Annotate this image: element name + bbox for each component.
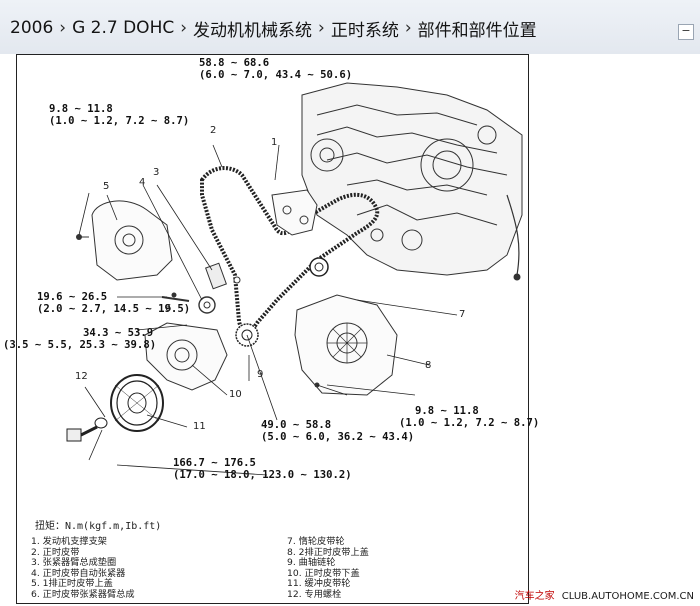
upper-cover-lh — [91, 200, 173, 281]
list-item: 5. 1排正时皮带上盖 — [31, 578, 113, 590]
breadcrumb-item[interactable]: G 2.7 DOHC — [72, 18, 175, 38]
upper-cover-rh — [294, 294, 398, 396]
callout-number: 12 — [75, 371, 88, 382]
callout-number: 4 — [139, 177, 146, 188]
lower-cover — [144, 322, 228, 391]
callout-number: 7 — [459, 309, 466, 320]
list-item: 2. 正时皮带 — [31, 546, 80, 558]
timing-system-diagram — [66, 82, 523, 476]
diagram-frame: 58.8 ~ 68.6 (6.0 ~ 7.0, 43.4 ~ 50.6) 9.8… — [3, 54, 539, 604]
callout-number: 10 — [229, 389, 242, 400]
list-item: 10. 正时皮带下盖 — [287, 567, 360, 579]
callout-number: 6 — [165, 303, 172, 314]
list-item: 6. 正时皮带张紧器臂总成 — [31, 588, 135, 600]
chevron-right-icon: › — [318, 18, 325, 38]
torque-spec: 9.8 ~ 11.8 (1.0 ~ 1.2, 7.2 ~ 8.7) — [49, 103, 190, 127]
engine-block — [301, 82, 523, 281]
header-bar: 2006 › G 2.7 DOHC › 发动机机械系统 › 正时系统 › 部件和… — [0, 0, 700, 54]
list-item: 3. 张紧器臂总成垫圈 — [31, 557, 117, 569]
idler-pulley — [309, 257, 329, 277]
torque-spec: 19.6 ~ 26.5 (2.0 ~ 2.7, 14.5 ~ 19.5) — [37, 291, 191, 315]
auto-tensioner — [205, 262, 227, 290]
tensioner-arm — [198, 296, 216, 314]
list-item: 1. 发动机支撑支架 — [31, 536, 107, 547]
torque-spec: 166.7 ~ 176.5 (17.0 ~ 18.0, 123.0 ~ 130.… — [173, 457, 352, 481]
list-item: 7. 惰轮皮带轮 — [287, 536, 345, 547]
callout-number: 2 — [210, 125, 217, 136]
engine-support-bracket — [271, 189, 318, 236]
torque-unit-label: 扭矩：N.m(kgf.m,Ib.ft) — [35, 521, 162, 532]
callout-number: 5 — [103, 181, 110, 192]
list-item: 8. 2排正时皮带上盖 — [287, 546, 369, 558]
watermark: 汽车之家 CLUB.AUTOHOME.COM.CN — [514, 591, 694, 602]
minus-icon[interactable]: − — [678, 24, 694, 40]
breadcrumb-item[interactable]: 部件和部件位置 — [417, 20, 537, 41]
list-item: 9. 曲轴链轮 — [287, 557, 336, 569]
list-item: 4. 正时皮带自动张紧器 — [31, 567, 126, 579]
callout-number: 3 — [153, 167, 160, 178]
torque-spec: 9.8 ~ 11.8 (1.0 ~ 1.2, 7.2 ~ 8.7) — [399, 405, 540, 429]
legend-column: 7. 惰轮皮带轮 8. 2排正时皮带上盖 9. 曲轴链轮 10. 正时皮带下盖 … — [287, 536, 527, 601]
torque-spec: 34.3 ~ 53.9 (3.5 ~ 5.5, 25.3 ~ 39.8) — [3, 327, 157, 351]
special-bolt — [66, 417, 108, 442]
torque-spec: 58.8 ~ 68.6 (6.0 ~ 7.0, 43.4 ~ 50.6) — [199, 57, 353, 81]
timing-belt — [200, 166, 380, 333]
list-item: 11. 缓冲皮带轮 — [287, 578, 351, 590]
chevron-right-icon: › — [404, 18, 412, 38]
damper-pulley — [110, 374, 164, 432]
chevron-right-icon: › — [59, 18, 67, 38]
chevron-right-icon: › — [180, 18, 188, 38]
breadcrumb: 2006 › G 2.7 DOHC › 发动机机械系统 › 正时系统 › 部件和… — [10, 14, 670, 42]
torque-spec: 49.0 ~ 58.8 (5.0 ~ 6.0, 36.2 ~ 43.4) — [261, 419, 415, 443]
callout-number: 1 — [271, 137, 278, 148]
list-item: 12. 专用螺栓 — [287, 588, 342, 600]
callout-number: 11 — [193, 421, 206, 432]
parts-legend: 1. 发动机支撑支架 2. 正时皮带 3. 张紧器臂总成垫圈 4. 正时皮带自动… — [31, 536, 521, 601]
legend-column: 1. 发动机支撑支架 2. 正时皮带 3. 张紧器臂总成垫圈 4. 正时皮带自动… — [31, 536, 271, 601]
callout-number: 9 — [257, 369, 264, 380]
breadcrumb-item[interactable]: 发动机机械系统 — [193, 20, 313, 41]
callout-number: 8 — [425, 360, 432, 371]
breadcrumb-item[interactable]: 正时系统 — [330, 20, 399, 41]
breadcrumb-item[interactable]: 2006 — [10, 18, 54, 38]
